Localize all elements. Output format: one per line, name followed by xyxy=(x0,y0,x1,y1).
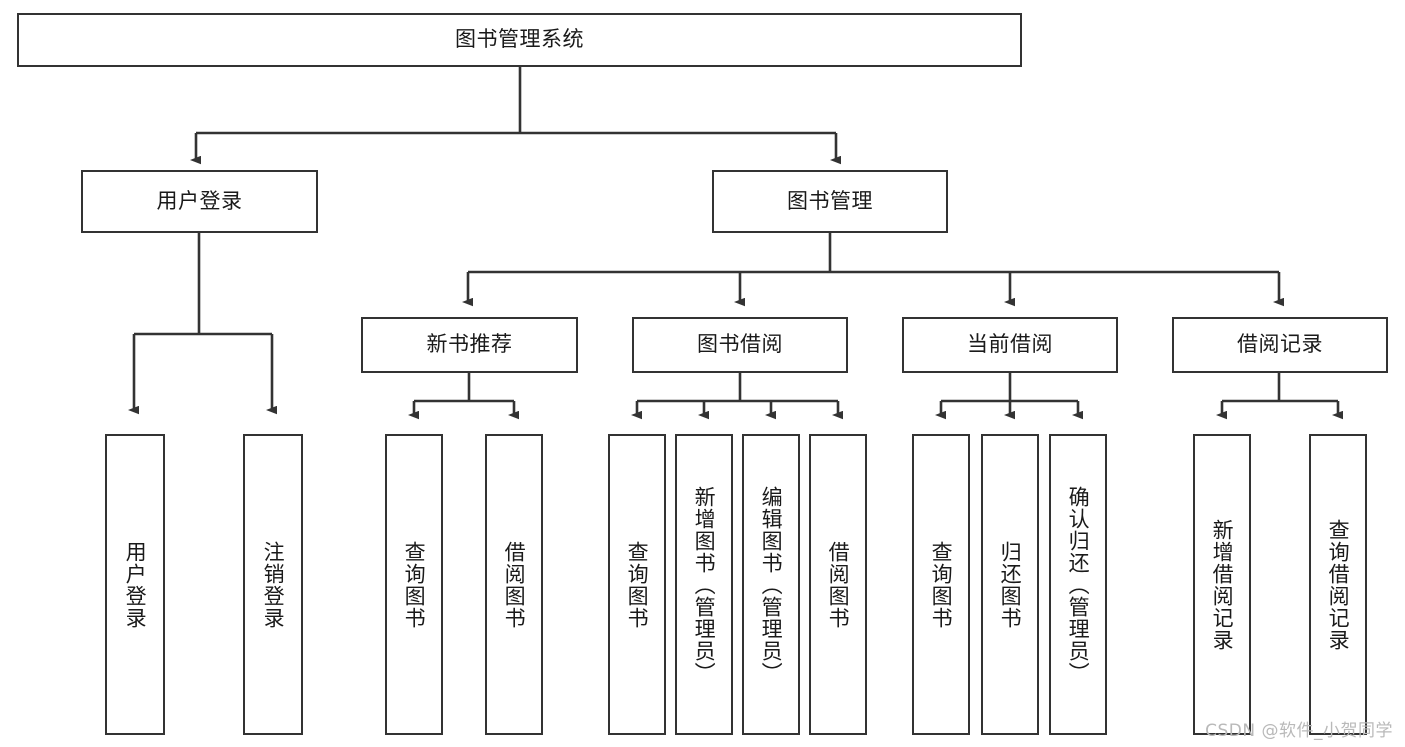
node-borrow-record[interactable]: 借阅记录 xyxy=(1172,317,1388,373)
node-new-book-rec[interactable]: 新书推荐 xyxy=(361,317,578,373)
node-root[interactable]: 图书管理系统 xyxy=(17,13,1022,67)
node-leaf-edit-book-admin[interactable]: 编辑图书（管理员） xyxy=(742,434,800,735)
node-book-manage[interactable]: 图书管理 xyxy=(712,170,948,233)
node-leaf-add-book-admin-label: 新增图书（管理员） xyxy=(692,485,717,684)
node-new-book-rec-label: 新书推荐 xyxy=(426,332,513,357)
node-leaf-add-borrow-record[interactable]: 新增借阅记录 xyxy=(1193,434,1251,735)
node-current-borrow-label: 当前借阅 xyxy=(967,332,1053,357)
node-leaf-borrow-book-rec-label: 借阅图书 xyxy=(502,540,527,629)
node-leaf-add-book-admin[interactable]: 新增图书（管理员） xyxy=(675,434,733,735)
node-leaf-query-book-current[interactable]: 查询图书 xyxy=(912,434,970,735)
node-leaf-query-book-current-label: 查询图书 xyxy=(929,540,954,629)
node-leaf-confirm-return-admin[interactable]: 确认归还（管理员） xyxy=(1049,434,1107,735)
node-leaf-edit-book-admin-label: 编辑图书（管理员） xyxy=(759,485,784,684)
node-leaf-query-borrow-record-label: 查询借阅记录 xyxy=(1326,518,1351,651)
node-leaf-borrow-book[interactable]: 借阅图书 xyxy=(809,434,867,735)
node-leaf-logout[interactable]: 注销登录 xyxy=(243,434,303,735)
node-book-borrow-label: 图书借阅 xyxy=(697,332,783,357)
node-leaf-user-login[interactable]: 用户登录 xyxy=(105,434,165,735)
node-leaf-query-book-rec[interactable]: 查询图书 xyxy=(385,434,443,735)
node-leaf-user-login-label: 用户登录 xyxy=(123,540,148,629)
node-leaf-return-book[interactable]: 归还图书 xyxy=(981,434,1039,735)
node-leaf-borrow-book-rec[interactable]: 借阅图书 xyxy=(485,434,543,735)
node-current-borrow[interactable]: 当前借阅 xyxy=(902,317,1118,373)
node-leaf-query-borrow-record[interactable]: 查询借阅记录 xyxy=(1309,434,1367,735)
node-leaf-query-book-borrow[interactable]: 查询图书 xyxy=(608,434,666,735)
node-book-borrow[interactable]: 图书借阅 xyxy=(632,317,848,373)
node-borrow-record-label: 借阅记录 xyxy=(1237,332,1323,357)
node-root-label: 图书管理系统 xyxy=(455,27,584,52)
node-leaf-confirm-return-admin-label: 确认归还（管理员） xyxy=(1066,485,1091,684)
node-leaf-logout-label: 注销登录 xyxy=(261,540,286,629)
node-leaf-return-book-label: 归还图书 xyxy=(998,540,1023,629)
node-leaf-query-book-borrow-label: 查询图书 xyxy=(625,540,650,629)
node-user-login-label: 用户登录 xyxy=(156,188,243,213)
node-leaf-query-book-rec-label: 查询图书 xyxy=(402,540,427,629)
node-user-login[interactable]: 用户登录 xyxy=(81,170,318,233)
node-book-manage-label: 图书管理 xyxy=(787,188,873,213)
node-leaf-borrow-book-label: 借阅图书 xyxy=(826,540,851,629)
node-leaf-add-borrow-record-label: 新增借阅记录 xyxy=(1210,518,1235,651)
